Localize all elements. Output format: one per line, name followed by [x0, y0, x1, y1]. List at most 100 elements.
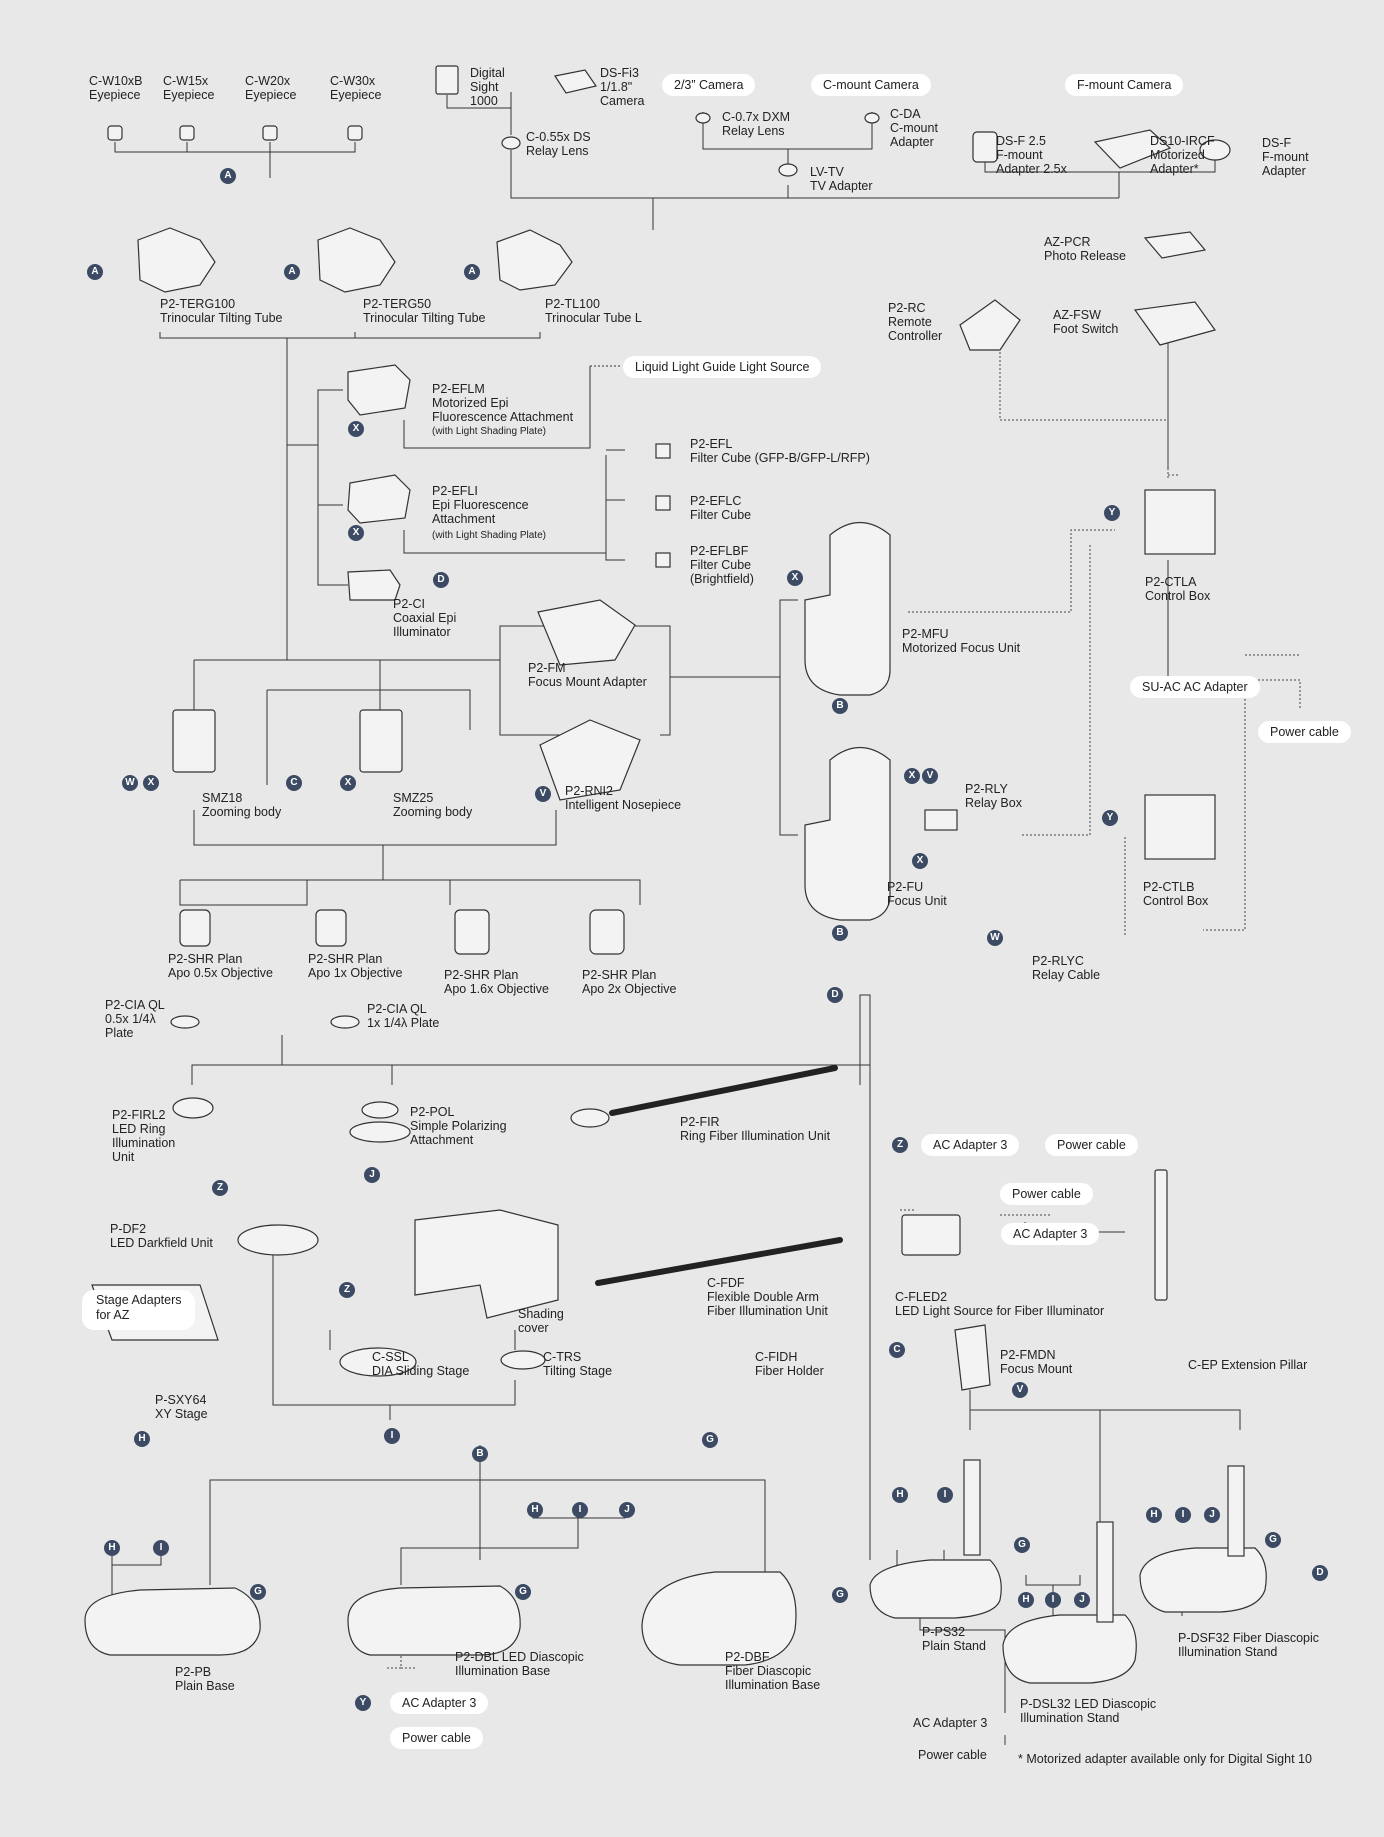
label-p2-fm: P2-FM Focus Mount Adapter — [528, 661, 647, 689]
label-c-07x-dxm: C-0.7x DXM Relay Lens — [722, 110, 791, 138]
label-p2-eflc: P2-EFLC Filter Cube — [690, 494, 752, 522]
connector-marker: X — [912, 853, 928, 869]
label-pc-bottom: Power cable — [918, 1748, 987, 1762]
connector-marker: H — [1018, 1592, 1034, 1608]
connector-marker: I — [153, 1540, 169, 1556]
label-ac3-bottom: AC Adapter 3 — [913, 1716, 988, 1730]
connector-marker: G — [1014, 1537, 1030, 1553]
label-p2-mfu: P2-MFU Motorized Focus Unit — [902, 627, 1021, 655]
label-shr-1: P2-SHR Plan Apo 1x Objective — [308, 952, 403, 980]
connector-marker: A — [220, 168, 236, 184]
connector-marker: X — [348, 525, 364, 541]
label-p2-fmdn: P2-FMDN Focus Mount — [1000, 1348, 1073, 1376]
label-c-trs: C-TRS Tilting Stage — [543, 1350, 613, 1378]
label-ds-fi3: DS-Fi3 1/1.8" Camera — [600, 66, 645, 108]
label-c-w15x: C-W15x Eyepiece — [163, 74, 215, 102]
connector-marker: J — [1204, 1507, 1220, 1523]
pill-pc-fled: Power cable — [1000, 1183, 1093, 1205]
label-cia-05: P2-CIA QL 0.5x 1/4λ Plate — [105, 998, 165, 1040]
label-p2-fir: P2-FIR Ring Fiber Illumination Unit — [680, 1115, 831, 1143]
label-digital-sight-1000: Digital Sight 1000 — [470, 66, 505, 108]
connector-marker: D — [827, 987, 843, 1003]
label-p-df2: P-DF2 LED Darkfield Unit — [110, 1222, 213, 1250]
pill-pc-dbl: Power cable — [390, 1727, 483, 1749]
label-c-055x-ds: C-0.55x DS Relay Lens — [526, 130, 591, 158]
pill-cam-23: 2/3” Camera — [662, 74, 756, 96]
connector-marker: Y — [355, 1695, 371, 1711]
label-ds-f: DS-F F-mount Adapter — [1262, 136, 1309, 178]
connector-marker: X — [348, 421, 364, 437]
connector-marker: W — [987, 930, 1003, 946]
connector-marker: G — [832, 1587, 848, 1603]
connector-marker: X — [340, 775, 356, 791]
label-ds10-ircf: DS10-IRCF Motorized Adapter* — [1150, 134, 1215, 176]
label-p2-ci: P2-CI Coaxial Epi Illuminator — [393, 597, 457, 639]
connector-marker: I — [572, 1502, 588, 1518]
connector-marker: H — [104, 1540, 120, 1556]
connector-marker: V — [922, 768, 938, 784]
connector-marker: D — [1312, 1565, 1328, 1581]
pill-ac3-dbl: AC Adapter 3 — [390, 1692, 489, 1714]
label-c-w10xb: C-W10xB Eyepiece — [89, 74, 143, 102]
label-smz18: SMZ18 Zooming body — [202, 791, 282, 819]
label-p2-tl100: P2-TL100 Trinocular Tube L — [545, 297, 642, 325]
label-p2-pol: P2-POL Simple Polarizing Attachment — [410, 1105, 507, 1147]
label-az-pcr: AZ-PCR Photo Release — [1044, 235, 1127, 263]
connector-marker: Z — [212, 1180, 228, 1196]
connector-marker: J — [619, 1502, 635, 1518]
label-p2-pb: P2-PB Plain Base — [175, 1665, 235, 1693]
label-p2-terg50: P2-TERG50 Trinocular Tilting Tube — [363, 297, 486, 325]
pill-cam-c: C-mount Camera — [811, 74, 931, 96]
pill-pc-z: Power cable — [1045, 1134, 1138, 1156]
connector-marker: C — [889, 1342, 905, 1358]
connector-marker: G — [250, 1584, 266, 1600]
connector-marker: B — [832, 698, 848, 714]
connector-marker: I — [937, 1487, 953, 1503]
label-p2-eflbf: P2-EFLBF Filter Cube (Brightfield) — [690, 544, 754, 586]
label-p2-dbl: P2-DBL LED Diascopic Illumination Base — [455, 1650, 584, 1678]
label-p2-firl2: P2-FIRL2 LED Ring Illumination Unit — [112, 1108, 176, 1164]
label-c-ep: C-EP Extension Pillar — [1188, 1358, 1308, 1372]
connector-marker: G — [515, 1584, 531, 1600]
label-p2-efli: P2-EFLI Epi Fluorescence Attachment — [432, 484, 529, 526]
note-shading-1: (with Light Shading Plate) — [432, 426, 546, 437]
label-c-da: C-DA C-mount Adapter — [890, 107, 938, 149]
label-p2-fu: P2-FU Focus Unit — [887, 880, 947, 908]
label-lv-tv: LV-TV TV Adapter — [810, 165, 873, 193]
connector-marker: Z — [339, 1282, 355, 1298]
pill-cam-f: F-mount Camera — [1065, 74, 1184, 96]
pill-stage-adapters: Stage Adapters for AZ — [82, 1290, 196, 1330]
connector-marker: X — [787, 570, 803, 586]
connector-marker: Y — [1102, 810, 1118, 826]
label-cia-1: P2-CIA QL 1x 1/4λ Plate — [367, 1002, 440, 1030]
connector-marker: I — [384, 1428, 400, 1444]
connector-marker: Y — [1104, 505, 1120, 521]
pill-ac3-fled: AC Adapter 3 — [1001, 1223, 1100, 1245]
connector-marker: A — [464, 264, 480, 280]
label-p2-eflm: P2-EFLM Motorized Epi Fluorescence Attac… — [432, 382, 574, 424]
label-c-ssl: C-SSL DIA Sliding Stage — [372, 1350, 470, 1378]
connector-marker: H — [134, 1431, 150, 1447]
connector-marker: H — [1146, 1507, 1162, 1523]
note-shading-2: (with Light Shading Plate) — [432, 530, 546, 541]
footnote: * Motorized adapter available only for D… — [1018, 1752, 1312, 1766]
label-p2-ctlb: P2-CTLB Control Box — [1143, 880, 1209, 908]
connector-marker: B — [472, 1446, 488, 1462]
pill-ac3-z: AC Adapter 3 — [921, 1134, 1020, 1156]
connector-marker: I — [1045, 1592, 1061, 1608]
label-p2-dbf: P2-DBF Fiber Diascopic Illumination Base — [725, 1650, 821, 1692]
connector-marker: H — [892, 1487, 908, 1503]
label-p-dsl32: P-DSL32 LED Diascopic Illumination Stand — [1020, 1697, 1157, 1725]
connector-marker: G — [702, 1432, 718, 1448]
label-p-sxy64: P-SXY64 XY Stage — [155, 1393, 208, 1421]
label-c-fidh: C-FIDH Fiber Holder — [755, 1350, 824, 1378]
pill-pc-1: Power cable — [1258, 721, 1351, 743]
label-c-w30x: C-W30x Eyepiece — [330, 74, 382, 102]
label-c-w20x: C-W20x Eyepiece — [245, 74, 297, 102]
connector-marker: V — [535, 786, 551, 802]
label-p2-terg100: P2-TERG100 Trinocular Tilting Tube — [160, 297, 283, 325]
connector-marker: J — [1074, 1592, 1090, 1608]
label-p2-efl: P2-EFL Filter Cube (GFP-B/GFP-L/RFP) — [690, 437, 870, 465]
